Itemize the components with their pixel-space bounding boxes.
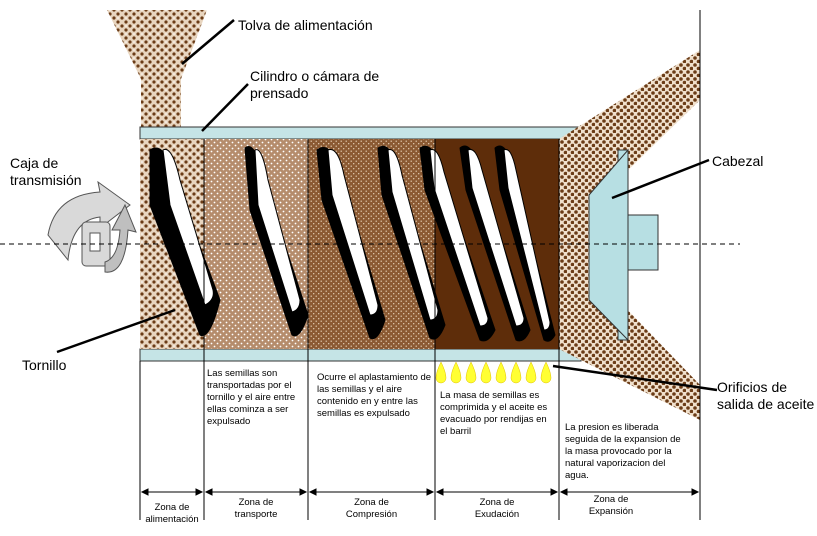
expansion-description: La presion es liberada seguida de la exp… [565,422,681,481]
zone-separators [139,10,701,520]
hopper-label: Tolva de alimentación [238,17,373,33]
compression-description: Ocurre el aplastamiento de las semillas … [317,372,432,419]
hopper-neck [141,79,181,127]
screw-label: Tornillo [22,357,67,373]
transport-description: Las semillas son transportadas por el to… [207,368,296,427]
barrel-top-wall [139,126,582,140]
zone-dimension-arrows [140,488,700,496]
expansion-zone-fill [559,50,700,420]
screw-flights [149,145,556,342]
barrel-bottom-wall [139,348,582,362]
chamber-label: Cilindro o cámara de prensado [250,68,380,101]
leader-lines [56,19,718,392]
hopper-funnel [107,10,207,79]
oil-drops [435,361,552,384]
gearbox-icon [47,180,137,273]
head-nozzle [627,214,659,271]
exudation-description: La masa de semillas es comprimida y el a… [440,390,548,437]
head-label: Cabezal [712,153,764,169]
head-block [588,148,629,342]
gearbox-label: Caja de transmisión [10,155,82,188]
outlets-label: Orificios de salida de aceite [717,379,815,412]
